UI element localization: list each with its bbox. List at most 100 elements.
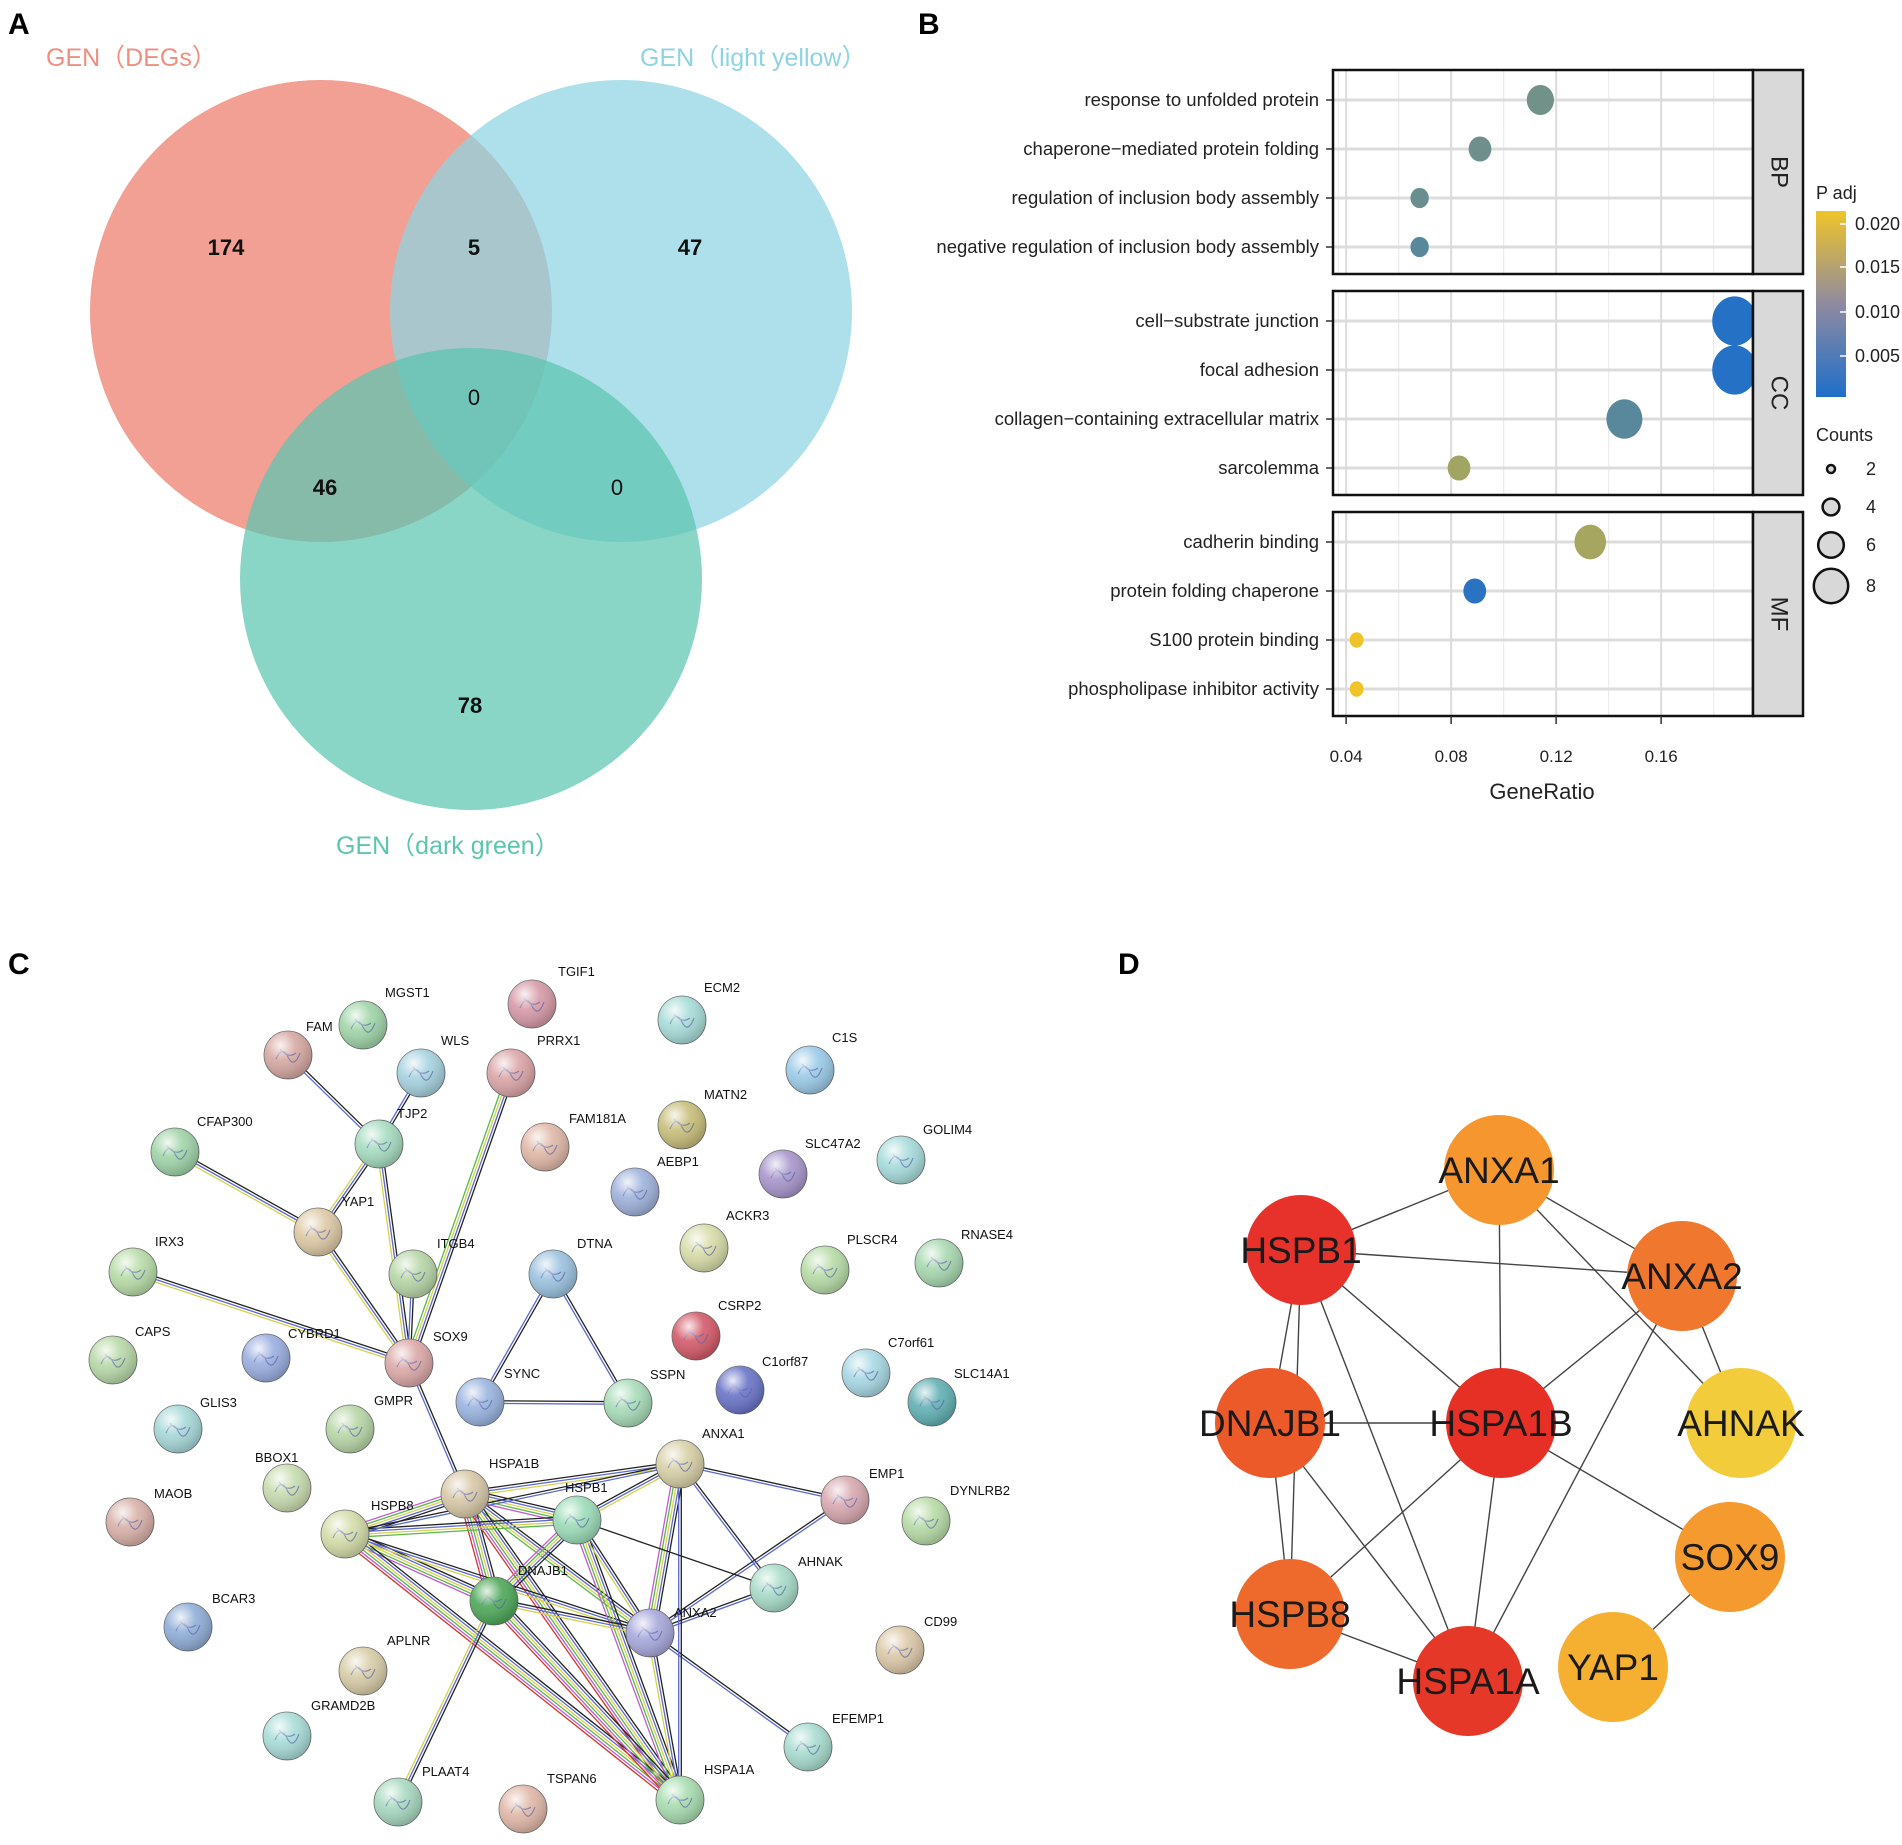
network-node-tjp2[interactable]: TJP2 bbox=[354, 1106, 427, 1169]
network-edge bbox=[488, 1604, 676, 1805]
network-node-fam[interactable]: FAM bbox=[263, 1019, 333, 1080]
network-edge bbox=[465, 1492, 682, 1800]
node-label: TGIF1 bbox=[558, 964, 595, 979]
network-edge bbox=[465, 1492, 652, 1633]
network-node-ahnak[interactable]: AHNAK bbox=[749, 1554, 843, 1613]
hub-node-anxa1[interactable]: ANXA1 bbox=[1438, 1115, 1560, 1225]
counts-legend-label: 2 bbox=[1866, 459, 1876, 479]
network-node-irx3[interactable]: IRX3 bbox=[108, 1234, 184, 1297]
network-node-ecm2[interactable]: ECM2 bbox=[657, 980, 740, 1045]
term-dot bbox=[1349, 681, 1364, 697]
hub-node-dnajb1[interactable]: DNAJB1 bbox=[1199, 1368, 1341, 1478]
node-gloss bbox=[656, 1776, 704, 1824]
network-node-c1orf87[interactable]: C1orf87 bbox=[715, 1354, 808, 1415]
hub-node-label: ANXA2 bbox=[1621, 1256, 1742, 1297]
network-node-caps[interactable]: CAPS bbox=[88, 1324, 171, 1385]
network-node-dnajb1[interactable]: DNAJB1 bbox=[469, 1563, 568, 1626]
term-label: phospholipase inhibitor activity bbox=[1068, 678, 1320, 699]
network-edge bbox=[467, 1491, 684, 1799]
network-edge bbox=[576, 1519, 775, 1589]
network-node-bcar3[interactable]: BCAR3 bbox=[163, 1591, 255, 1652]
network-node-matn2[interactable]: MATN2 bbox=[657, 1087, 747, 1150]
term-dot bbox=[1410, 187, 1429, 209]
network-node-emp1[interactable]: EMP1 bbox=[820, 1466, 904, 1525]
network-node-dtna[interactable]: DTNA bbox=[528, 1236, 613, 1299]
network-node-aplnr[interactable]: APLNR bbox=[338, 1633, 430, 1696]
network-node-bbox1[interactable]: BBOX1 bbox=[255, 1450, 312, 1513]
network-node-csrp2[interactable]: CSRP2 bbox=[671, 1298, 761, 1361]
network-node-fam181a[interactable]: FAM181A bbox=[520, 1111, 626, 1172]
network-node-hspa1b[interactable]: HSPA1B bbox=[440, 1456, 539, 1519]
network-node-anxa2[interactable]: ANXA2 bbox=[625, 1605, 717, 1658]
hub-node-ahnak[interactable]: AHNAK bbox=[1677, 1368, 1805, 1478]
network-node-rnase4[interactable]: RNASE4 bbox=[914, 1227, 1013, 1288]
network-node-anxa1[interactable]: ANXA1 bbox=[655, 1426, 745, 1489]
network-node-hspa1a[interactable]: HSPA1A bbox=[655, 1762, 755, 1825]
network-node-prrx1[interactable]: PRRX1 bbox=[486, 1033, 580, 1098]
node-gloss bbox=[109, 1248, 157, 1296]
network-node-hspb8[interactable]: HSPB8 bbox=[320, 1498, 414, 1559]
network-edge bbox=[397, 1600, 495, 1803]
network-node-gmpr[interactable]: GMPR bbox=[325, 1393, 413, 1454]
hub-node-hspb8[interactable]: HSPB8 bbox=[1229, 1559, 1351, 1669]
node-label: HSPA1A bbox=[704, 1762, 755, 1777]
network-node-efemp1[interactable]: EFEMP1 bbox=[783, 1711, 884, 1772]
node-label: MATN2 bbox=[704, 1087, 747, 1102]
network-node-wls[interactable]: WLS bbox=[396, 1033, 470, 1098]
network-node-tgif1[interactable]: TGIF1 bbox=[507, 964, 595, 1029]
network-edge bbox=[678, 1464, 774, 1590]
network-edge bbox=[648, 1633, 808, 1749]
hub-node-yap1[interactable]: YAP1 bbox=[1558, 1612, 1668, 1722]
network-node-c7orf61[interactable]: C7orf61 bbox=[841, 1335, 934, 1398]
network-node-slc14a1[interactable]: SLC14A1 bbox=[907, 1366, 1010, 1427]
network-node-glis3[interactable]: GLIS3 bbox=[153, 1395, 237, 1454]
facet-strip bbox=[1751, 289, 1805, 497]
network-node-maob[interactable]: MAOB bbox=[105, 1486, 192, 1547]
network-node-itgb4[interactable]: ITGB4 bbox=[388, 1236, 475, 1299]
network-edge bbox=[344, 1462, 680, 1534]
network-node-hspb1[interactable]: HSPB1 bbox=[552, 1480, 608, 1545]
node-gloss bbox=[164, 1603, 212, 1651]
network-edge bbox=[646, 1463, 679, 1633]
hub-node-circle bbox=[1215, 1368, 1325, 1478]
node-gloss bbox=[656, 1440, 704, 1488]
network-node-tspan6[interactable]: TSPAN6 bbox=[498, 1771, 597, 1834]
network-node-ackr3[interactable]: ACKR3 bbox=[679, 1208, 769, 1273]
network-node-yap1[interactable]: YAP1 bbox=[293, 1194, 374, 1257]
network-node-dynlrb2[interactable]: DYNLRB2 bbox=[901, 1483, 1010, 1546]
node-label: C1orf87 bbox=[762, 1354, 808, 1369]
node-label: YAP1 bbox=[342, 1194, 374, 1209]
network-node-aebp1[interactable]: AEBP1 bbox=[610, 1154, 699, 1217]
network-edge bbox=[345, 1464, 681, 1536]
padj-legend-title: P adj bbox=[1816, 183, 1857, 203]
network-node-cybrd1[interactable]: CYBRD1 bbox=[241, 1326, 341, 1383]
network-edge bbox=[478, 1273, 553, 1402]
network-node-plscr4[interactable]: PLSCR4 bbox=[800, 1232, 898, 1295]
network-node-cd99[interactable]: CD99 bbox=[875, 1614, 957, 1675]
node-gloss bbox=[915, 1239, 963, 1287]
network-node-golim4[interactable]: GOLIM4 bbox=[876, 1122, 972, 1185]
network-node-mgst1[interactable]: MGST1 bbox=[338, 985, 430, 1050]
hub-node-anxa2[interactable]: ANXA2 bbox=[1621, 1221, 1743, 1331]
node-label: CYBRD1 bbox=[288, 1326, 341, 1341]
hub-node-hspa1a[interactable]: HSPA1A bbox=[1396, 1626, 1540, 1736]
network-node-sync[interactable]: SYNC bbox=[455, 1366, 540, 1427]
term-label: regulation of inclusion body assembly bbox=[1012, 187, 1320, 208]
network-edge bbox=[404, 1071, 508, 1362]
network-node-gramd2b[interactable]: GRAMD2B bbox=[262, 1698, 375, 1761]
network-edge bbox=[479, 1402, 628, 1405]
hub-node-hspb1[interactable]: HSPB1 bbox=[1240, 1195, 1362, 1305]
venn-label-degs: GEN（DEGs） bbox=[46, 44, 217, 72]
hub-node-sox9[interactable]: SOX9 bbox=[1675, 1502, 1785, 1612]
term-dot bbox=[1468, 136, 1492, 162]
node-label: MAOB bbox=[154, 1486, 192, 1501]
network-node-cfap300[interactable]: CFAP300 bbox=[150, 1114, 253, 1177]
network-node-sox9[interactable]: SOX9 bbox=[384, 1329, 468, 1388]
hub-node-hspa1b[interactable]: HSPA1B bbox=[1429, 1368, 1573, 1478]
network-node-slc47a2[interactable]: SLC47A2 bbox=[758, 1136, 861, 1199]
network-node-plaat4[interactable]: PLAAT4 bbox=[373, 1764, 469, 1827]
network-node-sspn[interactable]: SSPN bbox=[603, 1367, 685, 1428]
go-plot-area: response to unfolded proteinchaperone−me… bbox=[936, 68, 1900, 766]
network-node-c1s[interactable]: C1S bbox=[785, 1030, 858, 1095]
network-edge bbox=[319, 1230, 412, 1362]
